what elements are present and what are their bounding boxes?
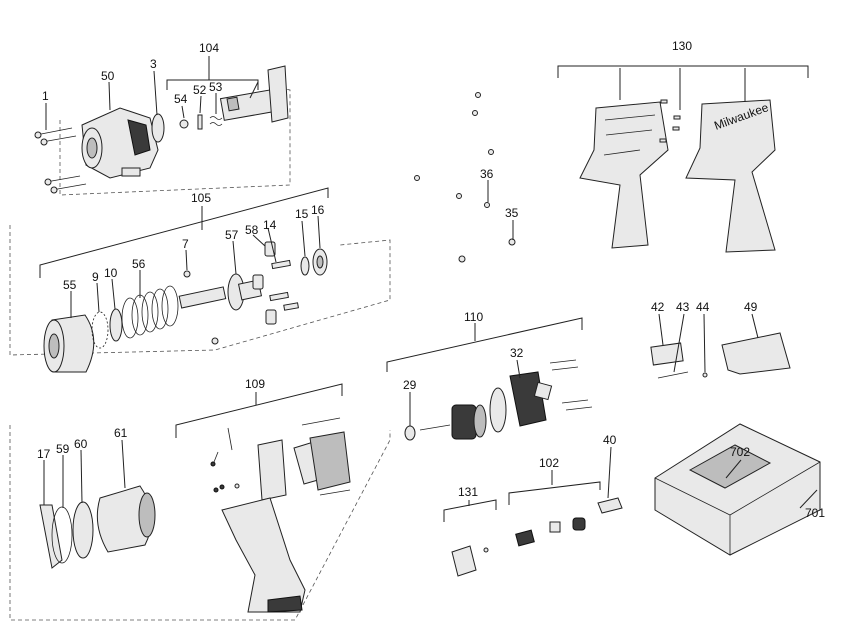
part-15-washer bbox=[300, 256, 310, 276]
label-10: 10 bbox=[104, 266, 118, 280]
leader-lines bbox=[39, 56, 818, 522]
label-17: 17 bbox=[37, 447, 51, 461]
part-3-washer bbox=[151, 113, 165, 143]
part-56-spring bbox=[121, 285, 179, 339]
label-14: 14 bbox=[263, 218, 277, 232]
label-43: 43 bbox=[676, 300, 690, 314]
accessories bbox=[451, 332, 821, 577]
label-131: 131 bbox=[458, 485, 478, 499]
label-40: 40 bbox=[603, 433, 617, 447]
callout-labels: 1 50 3 104 54 52 53 105 15 16 14 58 57 7… bbox=[37, 39, 825, 520]
label-29: 29 bbox=[403, 378, 417, 392]
label-42: 42 bbox=[651, 300, 665, 314]
label-57: 57 bbox=[225, 228, 239, 242]
part-104-anvil bbox=[219, 65, 289, 123]
label-61: 61 bbox=[114, 426, 128, 440]
part-43-clip bbox=[657, 371, 689, 379]
label-130: 130 bbox=[672, 39, 692, 53]
part-59-o-ring bbox=[51, 506, 73, 564]
label-59: 59 bbox=[56, 442, 70, 456]
label-54: 54 bbox=[174, 92, 188, 106]
label-1: 1 bbox=[42, 89, 49, 103]
part-130-housing-left bbox=[579, 101, 669, 249]
label-49: 49 bbox=[744, 300, 758, 314]
group-110-motor bbox=[404, 359, 593, 441]
part-102-parts bbox=[515, 517, 586, 547]
label-56: 56 bbox=[132, 257, 146, 271]
label-110: 110 bbox=[464, 310, 483, 324]
label-36: 36 bbox=[480, 167, 494, 181]
part-36-35-screws bbox=[414, 92, 516, 263]
label-16: 16 bbox=[311, 203, 325, 217]
part-49-manual bbox=[721, 332, 791, 375]
label-109: 109 bbox=[245, 377, 265, 391]
part-44-screw bbox=[702, 372, 708, 378]
label-50: 50 bbox=[101, 69, 115, 83]
part-109-small-parts bbox=[210, 427, 240, 493]
label-3: 3 bbox=[150, 57, 157, 71]
part-1-screws bbox=[34, 127, 87, 194]
part-14-pins bbox=[269, 259, 299, 311]
part-110-rotor bbox=[419, 404, 487, 440]
label-102: 102 bbox=[539, 456, 559, 470]
part-50-gear-housing bbox=[81, 107, 159, 179]
label-104: 104 bbox=[199, 41, 219, 55]
part-40-belt-clip bbox=[597, 497, 623, 514]
part-29-bearing bbox=[404, 425, 416, 441]
label-55: 55 bbox=[63, 278, 77, 292]
part-57-spindle bbox=[178, 273, 263, 311]
group-104-front-housing bbox=[34, 65, 291, 196]
part-130-pins bbox=[659, 99, 681, 143]
part-131-parts bbox=[451, 545, 489, 577]
label-35: 35 bbox=[505, 206, 519, 220]
part-110-screws bbox=[549, 359, 593, 411]
label-15: 15 bbox=[295, 207, 309, 221]
part-701-carrying-case bbox=[654, 423, 821, 556]
part-109-housing-half bbox=[221, 439, 306, 613]
label-32: 32 bbox=[510, 346, 524, 360]
part-32-electronics bbox=[509, 371, 553, 427]
part-130-housing-right: Milwaukee bbox=[685, 99, 776, 253]
part-42-label bbox=[650, 342, 684, 366]
label-60: 60 bbox=[74, 437, 88, 451]
label-701: 701 bbox=[805, 506, 825, 520]
part-17-gasket bbox=[39, 504, 63, 569]
group-130-housing: Milwaukee bbox=[414, 92, 776, 263]
label-9: 9 bbox=[92, 270, 99, 284]
part-60-ring-gear bbox=[72, 501, 94, 559]
part-7-ball bbox=[183, 270, 191, 278]
part-61-gear-housing bbox=[96, 485, 156, 553]
part-10-washer bbox=[109, 308, 123, 342]
label-7: 7 bbox=[182, 237, 189, 251]
part-109-motor-plate bbox=[293, 417, 351, 496]
label-702: 702 bbox=[730, 445, 750, 459]
parts-54-52-53 bbox=[179, 114, 223, 130]
label-53: 53 bbox=[209, 80, 223, 94]
part-9-ball-ring bbox=[91, 311, 109, 349]
label-58: 58 bbox=[245, 223, 259, 237]
part-58-gears bbox=[252, 241, 277, 325]
part-55-cover bbox=[43, 314, 95, 373]
part-110-stator bbox=[489, 387, 507, 433]
group-105-mechanism bbox=[9, 225, 391, 373]
group-109-gear-section bbox=[9, 417, 391, 621]
label-105: 105 bbox=[191, 191, 211, 205]
label-44: 44 bbox=[696, 300, 710, 314]
label-52: 52 bbox=[193, 83, 207, 97]
